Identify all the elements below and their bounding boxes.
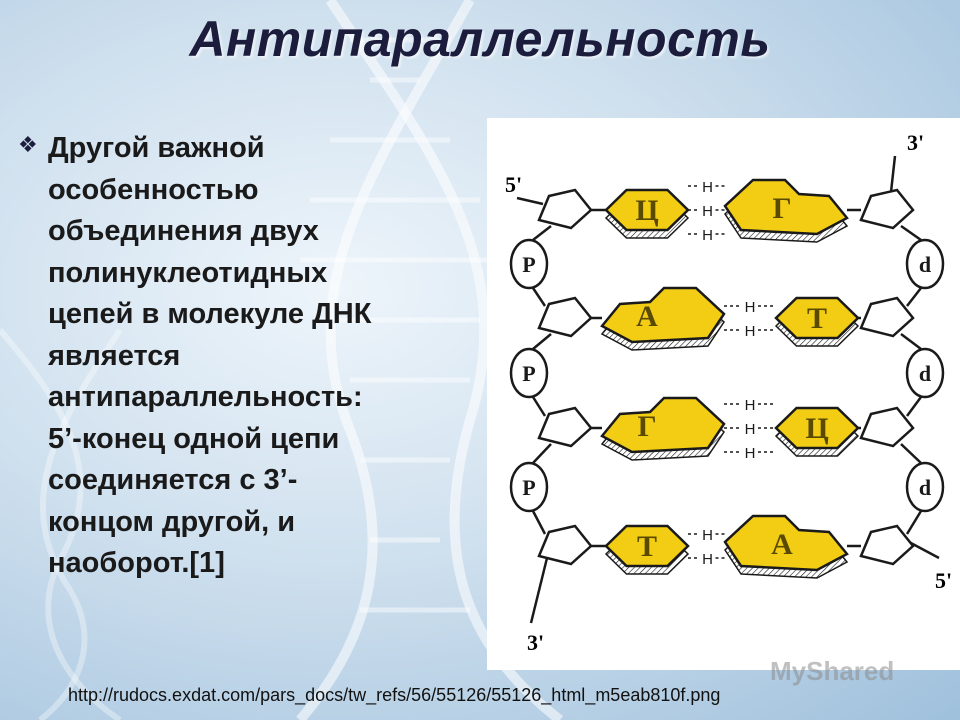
- base-left-3-letter: Г: [637, 410, 656, 443]
- phosphate-2-label: P: [522, 361, 535, 386]
- hbond-label-1-2: H: [702, 203, 713, 220]
- base-left-2-letter: А: [636, 300, 658, 333]
- base-left-4: [604, 524, 690, 568]
- hbond-label-4-1: H: [702, 527, 713, 544]
- hbond-label-2-2: H: [745, 323, 756, 340]
- hbond-label-1-3: H: [702, 227, 713, 244]
- diamond-bullet-icon: ❖: [18, 132, 38, 157]
- right-backbone-up-1: [906, 287, 922, 307]
- base-right-2-letter: Т: [807, 302, 827, 335]
- end-label-5-bottom-right: 5': [935, 568, 952, 593]
- base-right-1: [723, 178, 849, 236]
- base-left-1-letter: Ц: [635, 194, 658, 227]
- base-right-4-letter: А: [771, 528, 793, 561]
- left-deoxyribose-2: [537, 296, 593, 338]
- left-backbone-down-1: [532, 225, 552, 241]
- hbond-label-4-2: H: [702, 551, 713, 568]
- source-url: http://rudocs.exdat.com/pars_docs/tw_ref…: [68, 685, 721, 705]
- slide-title: Антипараллельность: [189, 11, 771, 67]
- hbond-label-2-1: H: [745, 299, 756, 316]
- deoxyribose-label-3-label: d: [919, 475, 931, 500]
- hbond-label-3-3: H: [745, 445, 756, 462]
- end-label-5-top-left: 5': [505, 172, 522, 197]
- hbond-label-3-1: H: [745, 397, 756, 414]
- hbond-label-1-1: H: [702, 179, 713, 196]
- right-deoxyribose-1: [859, 188, 915, 230]
- deoxyribose-label-1: [905, 238, 945, 290]
- left-strand-end: [529, 557, 549, 624]
- base-right-1-letter: Г: [772, 192, 791, 225]
- end-label-3-top-right: 3': [907, 130, 924, 155]
- left-strand-start: [516, 196, 544, 206]
- watermark-logo: MyShared: [770, 656, 895, 686]
- right-deoxyribose-2: [859, 296, 915, 338]
- left-backbone-up-1: [531, 287, 547, 307]
- base-left-4-letter: Т: [637, 530, 657, 563]
- hbond-label-3-2: H: [745, 421, 756, 438]
- left-backbone-down-2: [532, 333, 552, 350]
- bullet-text: Другой важной особенностью объединения д…: [48, 132, 372, 579]
- deoxyribose-label-1-label: d: [919, 252, 931, 277]
- right-backbone-down-3: [900, 443, 922, 464]
- deoxyribose-label-3: [905, 461, 945, 513]
- deoxyribose-label-2-label: d: [919, 361, 931, 386]
- right-backbone-down-2: [900, 333, 922, 350]
- left-backbone-down-3: [532, 443, 552, 464]
- right-strand-start: [908, 540, 940, 560]
- right-deoxyribose-3: [859, 406, 915, 448]
- left-backbone-up-2: [531, 396, 547, 417]
- right-backbone-down-1: [900, 224, 922, 242]
- left-deoxyribose-1: [537, 188, 593, 230]
- base-right-4: [723, 514, 849, 572]
- phosphate-3: [509, 461, 549, 513]
- left-deoxyribose-4: [537, 524, 593, 566]
- right-strand-end: [889, 155, 897, 193]
- base-left-2: [600, 286, 726, 344]
- right-backbone-up-2: [905, 396, 923, 417]
- right-deoxyribose-4: [859, 524, 915, 566]
- end-label-3-bottom-left: 3': [527, 630, 544, 655]
- phosphate-3-label: P: [522, 475, 535, 500]
- base-right-3-letter: Ц: [805, 412, 828, 445]
- phosphate-2: [509, 347, 549, 399]
- phosphate-1: [509, 238, 549, 290]
- right-backbone-up-3: [905, 510, 923, 535]
- deoxyribose-label-2: [905, 347, 945, 399]
- base-left-3: [600, 396, 726, 454]
- phosphate-1-label: P: [522, 252, 535, 277]
- left-deoxyribose-3: [537, 406, 593, 448]
- left-backbone-up-3: [531, 510, 547, 535]
